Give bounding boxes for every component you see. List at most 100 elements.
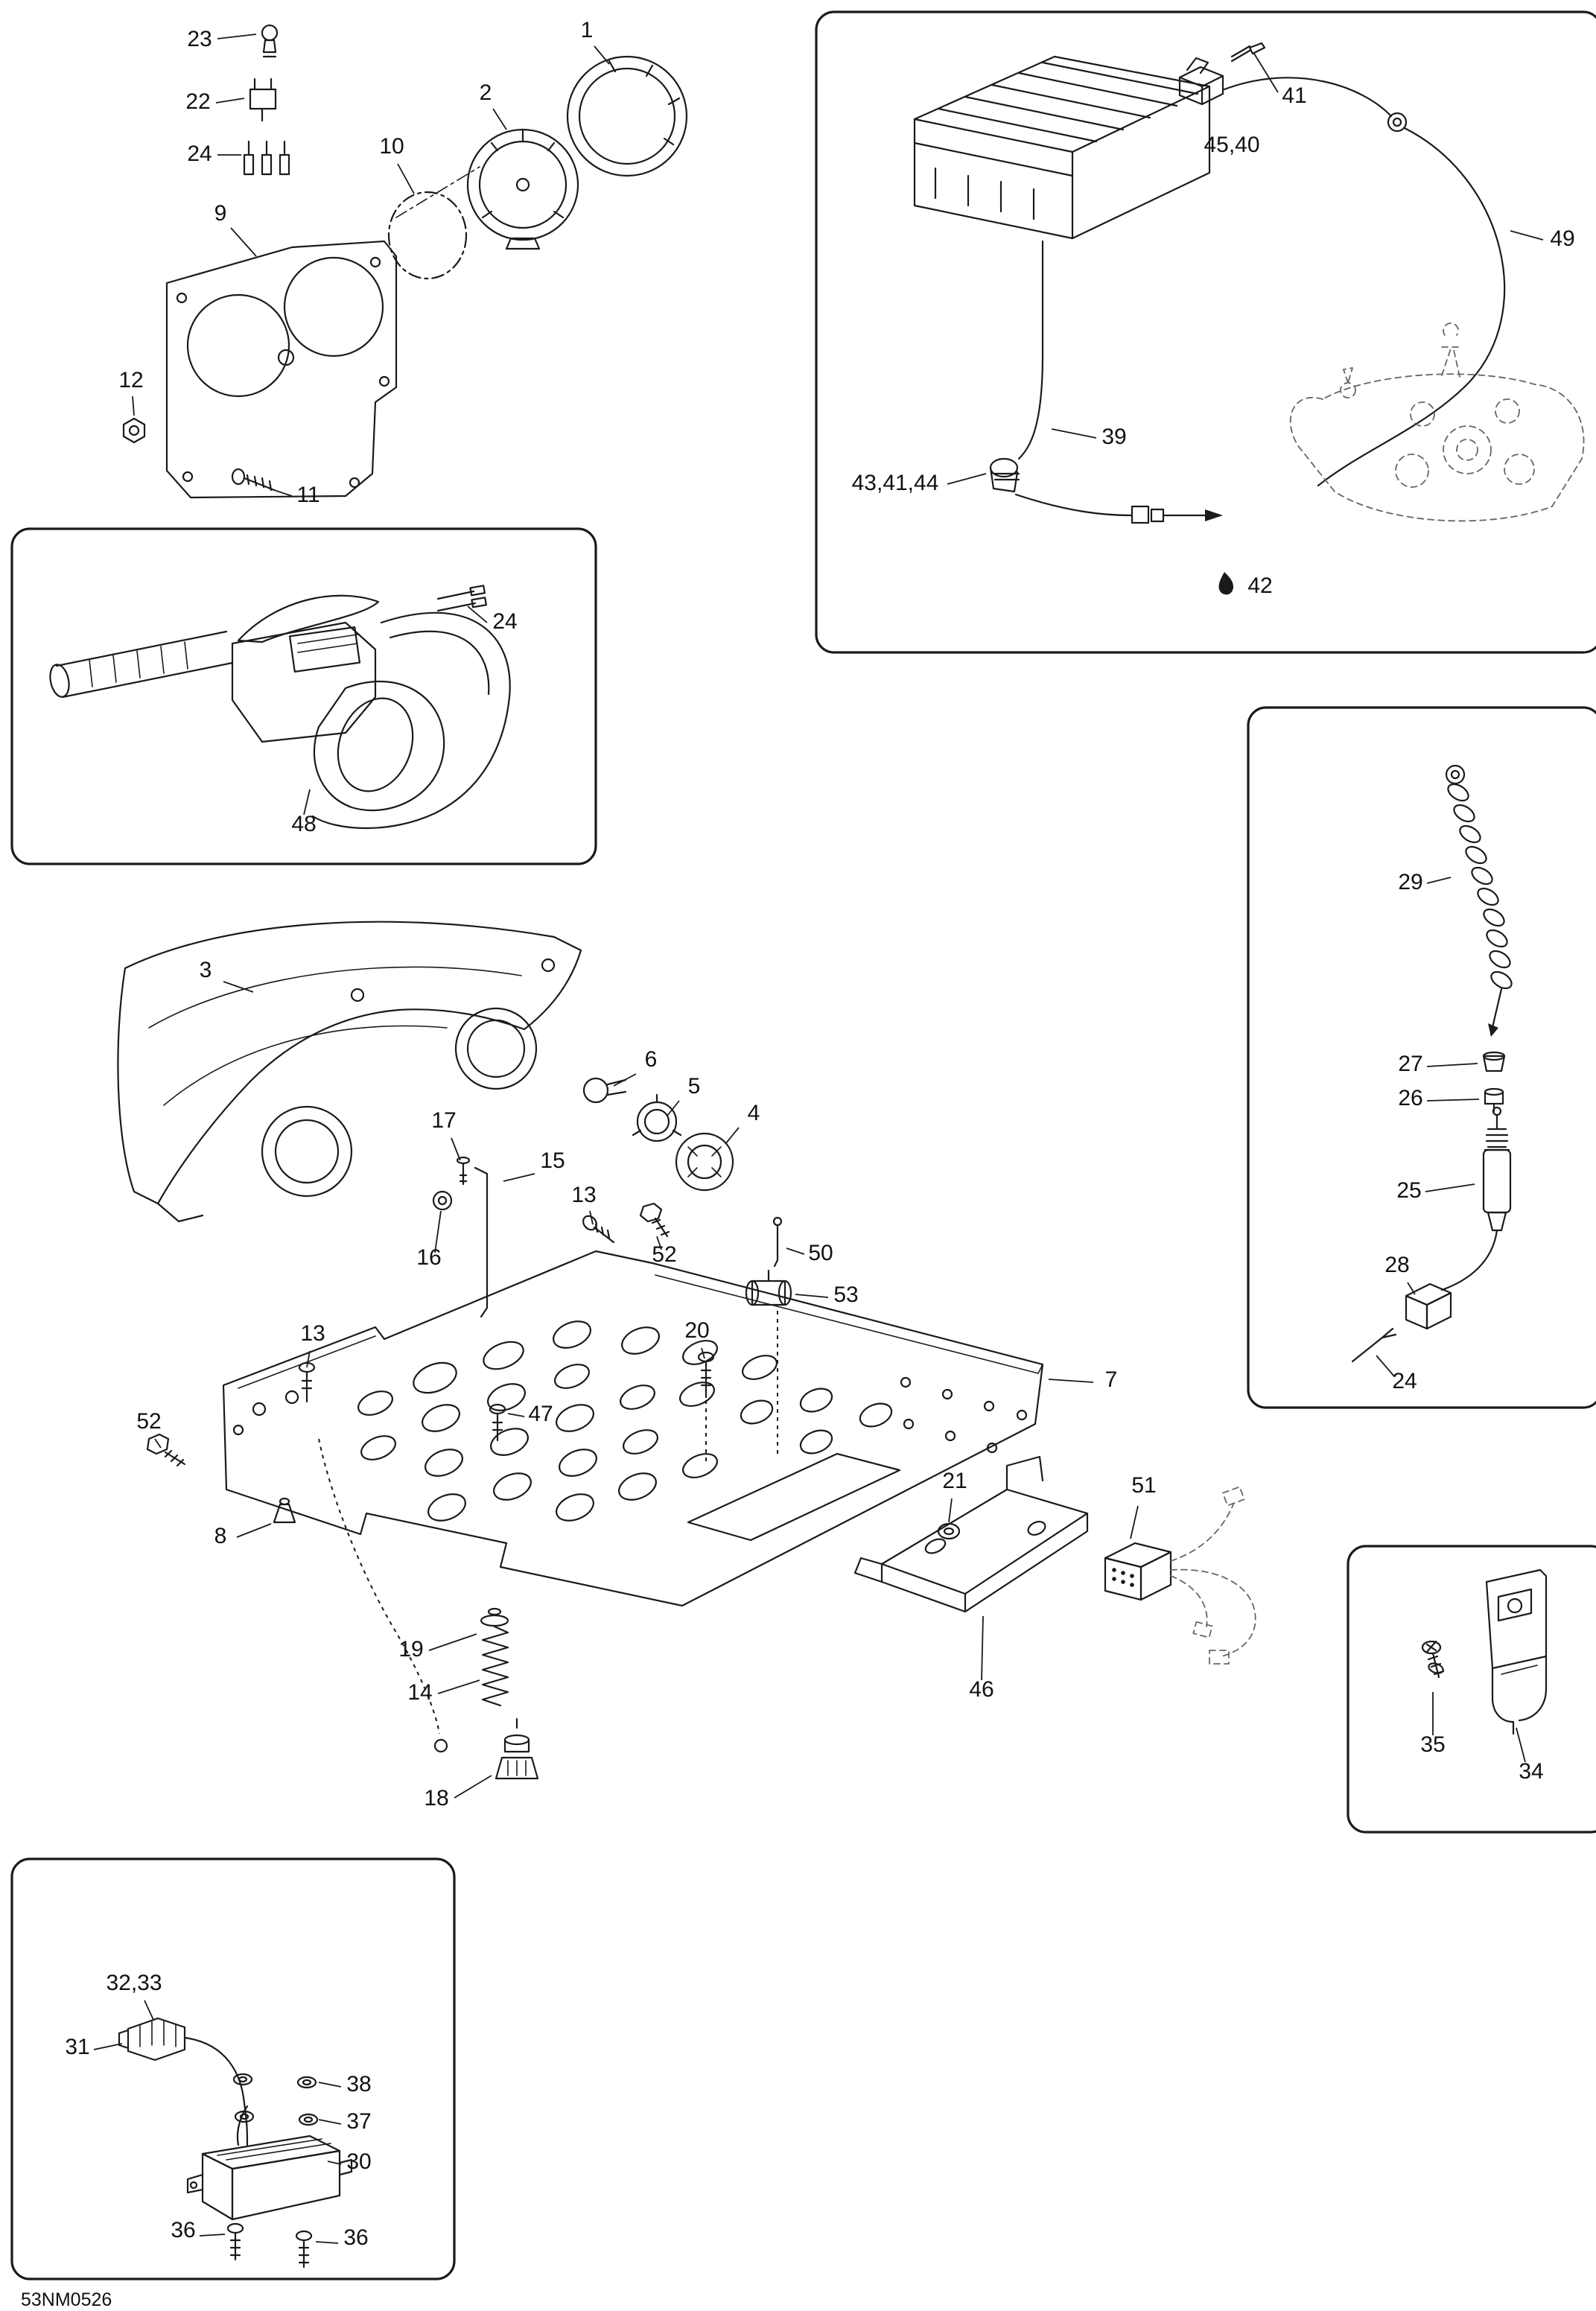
label-24: 24 (187, 142, 212, 166)
drawing-code: 53NM0526 (21, 2289, 112, 2310)
gauge-bezel (566, 55, 688, 177)
label-29: 29 (1398, 870, 1422, 894)
label-19: 19 (398, 1637, 423, 1662)
label-43-41-44: 43,41,44 (852, 471, 939, 495)
bulb-retainer-ring (632, 1093, 682, 1142)
grommet (432, 1190, 453, 1211)
labels-handlebar: 24 48 (291, 605, 518, 836)
label-28: 28 (1384, 1253, 1409, 1277)
harness-phantom (1170, 1486, 1256, 1665)
connector-31 (118, 2017, 186, 2062)
section-frames (10, 10, 1596, 2280)
label-32-33: 32,33 (106, 1971, 162, 1995)
label-17: 17 (431, 1108, 456, 1133)
label-16: 16 (416, 1245, 441, 1270)
headlight-housing (117, 921, 582, 1223)
mount-screw (231, 468, 276, 492)
headlight-assembly (117, 921, 1256, 1780)
label-6: 6 (645, 1047, 658, 1072)
label-18: 18 (424, 1786, 448, 1811)
label-52a: 52 (652, 1242, 676, 1267)
labels-clip: 35 34 (1420, 1692, 1544, 1784)
screw-47 (489, 1403, 506, 1442)
engine-phantom (1289, 322, 1585, 522)
label-27: 27 (1398, 1052, 1422, 1076)
label-51: 51 (1131, 1473, 1156, 1498)
bolt-52-left (146, 1433, 186, 1467)
wire-terminals (436, 585, 487, 612)
label-35: 35 (1420, 1732, 1445, 1757)
oil-drop-icon (1218, 572, 1233, 595)
label-13a: 13 (571, 1183, 596, 1207)
label-30: 30 (346, 2149, 371, 2174)
ground-cable-49 (1223, 77, 1506, 487)
gauge-oring (387, 191, 468, 280)
label-41: 41 (1282, 83, 1306, 108)
frame-handlebar-box (10, 527, 597, 865)
labels-gauge: 23 22 24 9 10 2 1 12 11 (118, 18, 610, 507)
bracket-34 (1485, 1568, 1548, 1735)
needle-pin-50 (772, 1216, 783, 1268)
label-5: 5 (688, 1074, 701, 1099)
label-24b: 24 (492, 609, 517, 634)
label-15: 15 (540, 1148, 565, 1173)
screw-20 (697, 1351, 715, 1399)
labels-tether: 29 27 26 25 28 24 (1376, 870, 1480, 1393)
label-46: 46 (969, 1677, 993, 1702)
label-22: 22 (185, 89, 210, 114)
tether-assembly (1351, 764, 1513, 1363)
screw-13-left (298, 1361, 316, 1403)
clip-8 (273, 1497, 296, 1524)
construction-line (705, 1311, 778, 1466)
labels-regulator: 32,33 31 38 37 30 36 36 (65, 1971, 371, 2250)
label-31: 31 (65, 2035, 89, 2059)
label-37: 37 (346, 2109, 371, 2134)
switch-housing (231, 621, 377, 743)
part-53 (745, 1269, 792, 1306)
labels-electrical: 41 45,40 49 39 43,41,44 42 (852, 53, 1575, 598)
spring-14 (480, 1607, 509, 1707)
adjust-rod (474, 1166, 489, 1318)
label-34: 34 (1519, 1759, 1543, 1784)
dotted-cable (318, 1438, 448, 1753)
clip-assembly (1421, 1568, 1548, 1735)
labels-headlight: 3 6 5 4 17 15 13 16 52 50 53 20 13 7 47 … (136, 958, 1156, 1811)
frame-tether-box (1247, 706, 1596, 1409)
label-1: 1 (581, 18, 594, 42)
gauge-body (466, 128, 579, 250)
frame-clip-box (1347, 1545, 1596, 1834)
frame-electrical-box (815, 10, 1596, 654)
label-10: 10 (379, 134, 404, 159)
label-36b: 36 (343, 2225, 368, 2250)
label-4: 4 (748, 1101, 760, 1125)
tether-switch-25 (1440, 1106, 1512, 1291)
label-8: 8 (214, 1524, 227, 1548)
adjuster-18 (495, 1717, 539, 1780)
screw-35 (1421, 1640, 1445, 1679)
label-49: 49 (1550, 226, 1574, 251)
grip (49, 630, 234, 699)
label-12: 12 (118, 368, 143, 392)
label-9: 9 (214, 201, 227, 226)
indicator-bulb (261, 24, 279, 58)
base-plate (222, 1250, 1044, 1607)
bulb-cap (675, 1132, 734, 1192)
label-2: 2 (480, 80, 492, 105)
label-3: 3 (200, 958, 212, 982)
label-7: 7 (1105, 1367, 1118, 1392)
label-45-40: 45,40 (1204, 133, 1259, 157)
brake-lever (237, 594, 380, 643)
connector-51 (1104, 1542, 1172, 1601)
airbox (913, 55, 1211, 240)
washers-37 (234, 2110, 319, 2126)
label-52b: 52 (136, 1409, 161, 1434)
nut-21 (937, 1522, 961, 1540)
wire-39-and-connector (989, 240, 1223, 524)
bolt-52-right (639, 1202, 670, 1238)
label-25: 25 (1396, 1178, 1421, 1203)
regulator-wire (183, 2036, 249, 2146)
label-21: 21 (942, 1469, 967, 1493)
switch-cup (313, 680, 445, 812)
